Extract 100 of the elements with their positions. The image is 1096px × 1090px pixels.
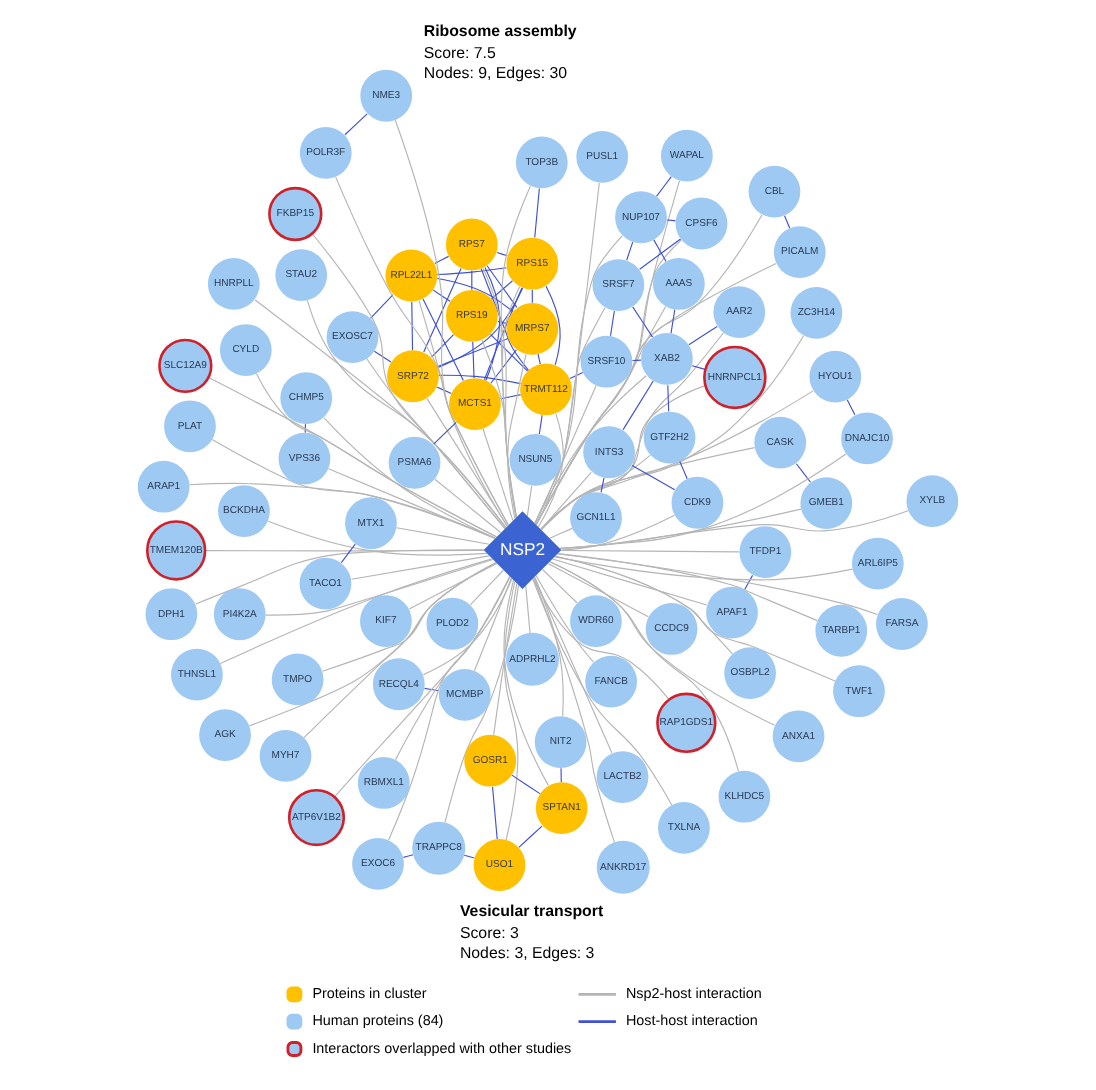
connector [534,385,597,524]
connector [482,267,517,518]
connector [549,527,573,539]
connector [525,585,531,634]
connector [423,267,462,353]
connector [434,478,502,533]
connector [535,214,763,526]
connector [265,558,494,616]
connector [569,372,584,380]
connector [493,583,518,736]
connector [503,579,549,786]
connector [489,333,529,372]
connector [631,464,676,491]
connector [540,447,756,530]
connector [472,341,475,379]
connector [559,508,802,550]
connector [626,241,634,261]
connector [538,414,543,435]
connector [422,298,464,382]
connector [639,238,682,270]
connector [322,562,497,672]
connector [600,477,605,493]
connector [535,574,595,663]
connector [388,576,511,841]
connector [438,374,522,385]
connector [501,285,521,519]
connector [248,562,497,727]
connector [534,375,647,525]
connector [431,334,455,358]
connector [540,335,805,530]
connector [303,562,497,739]
connector [408,562,498,610]
connector [549,561,740,772]
connector [267,520,488,556]
connector [534,307,606,524]
connector [688,325,718,346]
connector [526,485,533,517]
connector [534,187,540,238]
connector [350,555,490,580]
connector [655,175,672,197]
connector [545,285,561,366]
label: Score: 7.5 [423,43,496,62]
connector [549,561,776,726]
connector [537,353,541,365]
connector [560,514,676,551]
connector [422,578,513,676]
connector [653,239,667,262]
connector [540,332,725,531]
connector [436,277,514,313]
connector [490,349,517,384]
connector [411,301,414,351]
connector [484,266,501,382]
connector [622,380,654,431]
connector [795,463,812,483]
connector [402,854,414,858]
connector [535,182,600,526]
connector [691,365,706,370]
connector [631,359,642,362]
label: Ribosome assembly [423,22,577,41]
connector [189,482,496,539]
connector [535,305,667,526]
connector [542,568,578,604]
connector [463,854,475,859]
connector [340,543,356,564]
connector [255,373,497,538]
connector [434,255,450,265]
connector [560,767,562,783]
legend-label: Interactors overlapped with other studies [312,1038,572,1057]
connector [432,289,451,302]
connector [195,549,485,605]
connector [540,471,592,530]
connector [500,394,522,400]
connector [559,453,847,550]
connector [609,310,615,337]
connector [436,386,452,395]
connector [533,577,616,843]
connector [559,510,909,549]
connector [444,584,520,823]
connector [666,219,677,222]
connector [534,576,613,754]
connector [208,376,497,538]
connector [469,569,504,606]
connector [395,576,511,761]
legend-label: Proteins in cluster [312,983,427,1002]
connector [433,421,457,445]
connector [327,468,496,540]
connector [547,563,649,618]
connector [551,558,708,606]
label: Vesicular transport [459,902,604,921]
connector [436,287,524,369]
connector [369,294,394,319]
connector [471,270,473,291]
connector [670,309,676,334]
connector [483,287,523,381]
connector [344,113,368,136]
connector [511,774,541,795]
legend-label: Nsp2-host interaction [625,983,762,1002]
connector [496,251,508,257]
connector [518,825,543,848]
connector [323,417,496,539]
